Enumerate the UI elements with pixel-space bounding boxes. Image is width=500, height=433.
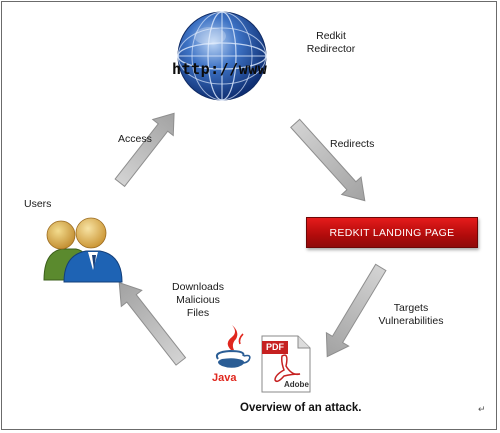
java-icon: [215, 325, 251, 368]
redirects-label: Redirects: [330, 138, 375, 150]
downloads-label: Downloads Malicious Files: [168, 281, 228, 320]
paragraph-mark: ↵: [478, 404, 486, 414]
targets-label-line2: Vulnerabilities: [378, 315, 444, 327]
globe-url-text: http://www: [172, 60, 268, 78]
globe-icon: [177, 11, 267, 101]
redirector-label-line1: Redkit: [316, 30, 346, 42]
targets-label-line1: Targets: [393, 302, 429, 314]
redirects-arrow: [290, 118, 366, 202]
targets-arrow: [325, 263, 387, 358]
java-label: Java: [212, 372, 237, 384]
redkit-landing-page-box: REDKIT LANDING PAGE: [306, 217, 478, 248]
targets-label: Targets Vulnerabilities: [373, 302, 449, 328]
users-label: Users: [24, 198, 52, 210]
adobe-label: Adobe: [284, 380, 309, 389]
downloads-arrow: [118, 281, 187, 366]
downloads-label-line3: Files: [186, 307, 210, 319]
pdf-badge: PDF: [262, 341, 288, 354]
redkit-redirector-label: Redkit Redirector: [306, 30, 356, 56]
access-arrow: [114, 112, 175, 188]
downloads-label-line2: Malicious: [176, 294, 220, 306]
redirector-label-line2: Redirector: [306, 43, 356, 55]
users-icon: [43, 217, 123, 283]
landing-page-label: REDKIT LANDING PAGE: [329, 227, 455, 239]
access-label: Access: [118, 133, 152, 145]
downloads-label-line1: Downloads: [172, 281, 224, 293]
figure-caption: Overview of an attack.: [240, 402, 362, 414]
